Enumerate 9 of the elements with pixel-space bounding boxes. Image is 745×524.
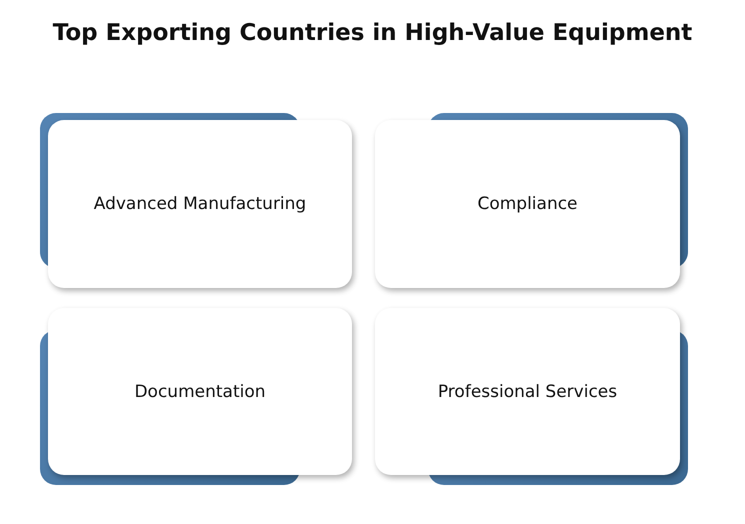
card [48, 120, 352, 288]
card-label: Professional Services [438, 382, 618, 402]
card [375, 308, 680, 475]
card [375, 120, 680, 288]
diagram-title: Top Exporting Countries in High-Value Equipment [52, 20, 694, 46]
card-label: Documentation [134, 382, 266, 402]
card-label: Compliance [477, 194, 578, 214]
card [48, 308, 352, 475]
card-label: Advanced Manufacturing [94, 194, 306, 214]
